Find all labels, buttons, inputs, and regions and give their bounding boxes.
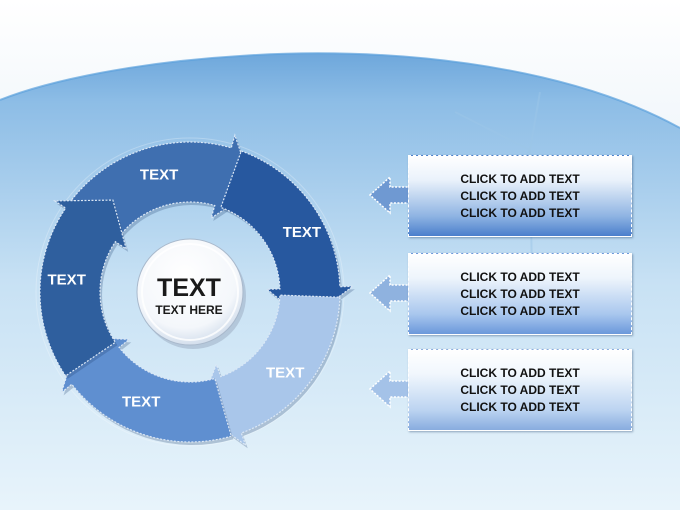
- callout-text-line[interactable]: CLICK TO ADD TEXT: [460, 269, 580, 284]
- callout-text-line[interactable]: CLICK TO ADD TEXT: [460, 205, 580, 220]
- left-arrow-icon: [368, 273, 412, 313]
- callout-text-box[interactable]: CLICK TO ADD TEXT CLICK TO ADD TEXT CLIC…: [408, 253, 632, 335]
- cycle-arrow-segment[interactable]: [60, 336, 233, 443]
- callout-text-line[interactable]: CLICK TO ADD TEXT: [460, 303, 580, 318]
- cycle-arrow-segment[interactable]: [220, 150, 355, 322]
- cycle-segments: [39, 133, 355, 449]
- callout-text-box[interactable]: CLICK TO ADD TEXT CLICK TO ADD TEXT CLIC…: [408, 155, 632, 237]
- callout-2[interactable]: CLICK TO ADD TEXT CLICK TO ADD TEXT CLIC…: [368, 253, 632, 335]
- cycle-segment-label[interactable]: TEXT: [48, 272, 86, 289]
- left-arrow-icon: [368, 369, 412, 409]
- callout-text-line[interactable]: CLICK TO ADD TEXT: [460, 171, 580, 186]
- cycle-arrow-segment[interactable]: [39, 199, 128, 377]
- cycle-arrow-segment[interactable]: [197, 294, 341, 447]
- left-arrow-icon: [368, 175, 412, 215]
- callout-1[interactable]: CLICK TO ADD TEXT CLICK TO ADD TEXT CLIC…: [368, 155, 632, 237]
- cycle-segment-labels: TEXT TEXT TEXT TEXT TEXT: [48, 167, 322, 411]
- callout-text-box[interactable]: CLICK TO ADD TEXT CLICK TO ADD TEXT CLIC…: [408, 349, 632, 431]
- callout-text-line[interactable]: CLICK TO ADD TEXT: [460, 286, 580, 301]
- callout-text-line[interactable]: CLICK TO ADD TEXT: [460, 399, 580, 414]
- cycle-segment-label[interactable]: TEXT: [283, 224, 321, 241]
- cycle-segment-label[interactable]: TEXT: [122, 394, 160, 411]
- center-title[interactable]: TEXT: [157, 274, 221, 302]
- center-subtitle[interactable]: TEXT HERE: [155, 303, 222, 317]
- cycle-segment-label[interactable]: TEXT: [266, 364, 304, 381]
- center-circle-highlight: [141, 243, 239, 341]
- callout-text-line[interactable]: CLICK TO ADD TEXT: [460, 382, 580, 397]
- callout-text-line[interactable]: CLICK TO ADD TEXT: [460, 188, 580, 203]
- center-circle: [136, 238, 244, 346]
- callout-3[interactable]: CLICK TO ADD TEXT CLICK TO ADD TEXT CLIC…: [368, 349, 632, 431]
- callout-text-line[interactable]: CLICK TO ADD TEXT: [460, 365, 580, 380]
- cycle-segment-label[interactable]: TEXT: [140, 167, 178, 184]
- cycle-arrow-segment[interactable]: [70, 133, 255, 238]
